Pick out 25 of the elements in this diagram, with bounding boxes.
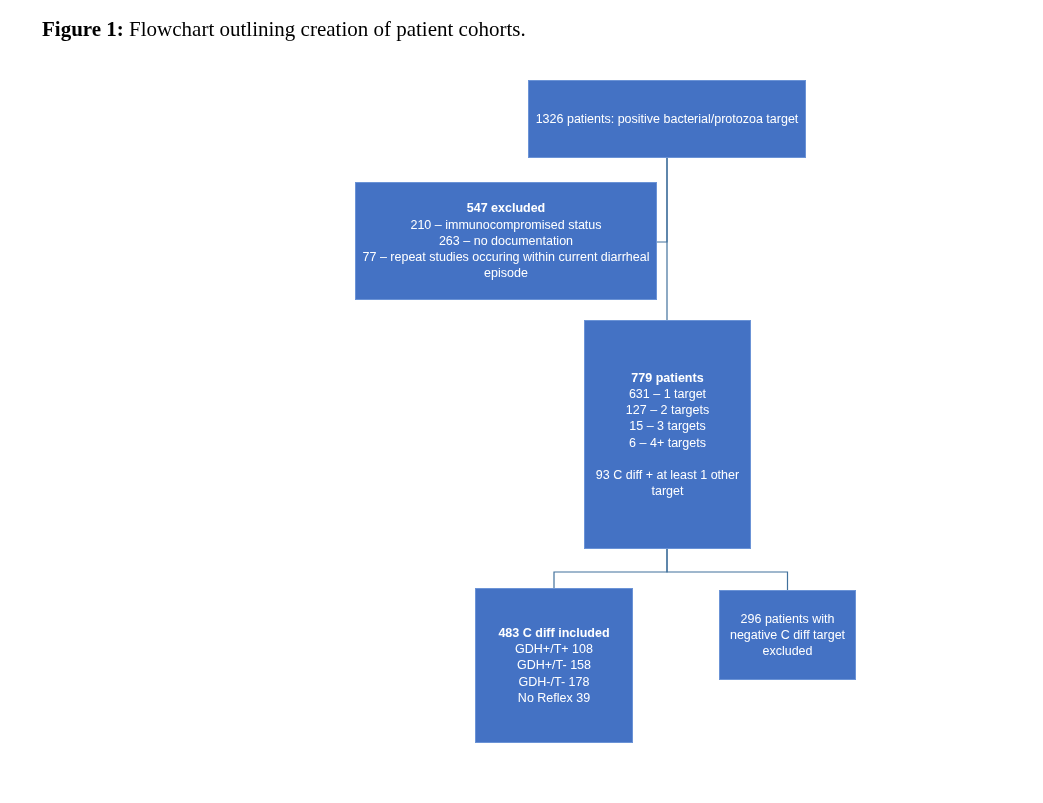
box-text: 15 – 3 targets — [629, 418, 706, 435]
figure-title: Figure 1: Flowchart outlining creation of patient cohorts. — [42, 17, 526, 42]
process-box — [355, 182, 657, 300]
box-text: GDH+/T- 158 — [517, 657, 591, 674]
box-text: 6 – 4+ targets — [629, 434, 706, 451]
connector-line — [666, 548, 789, 591]
box-heading: 483 C diff included — [498, 624, 610, 642]
process-box — [528, 80, 806, 158]
process-box — [475, 588, 633, 743]
box-text: 1326 patients: positive bacterial/protozoa target — [535, 110, 799, 128]
box-text: No Reflex 39 — [517, 689, 591, 707]
box-text: 210 – immunocompromised status — [410, 216, 602, 233]
box-text: GDH+/T+ 108 — [515, 641, 593, 658]
box-text: 127 – 2 targets — [625, 402, 710, 419]
process-box — [719, 590, 856, 680]
box-text: 296 patients with negative C diff target excluded — [728, 610, 847, 660]
box-text: 93 C diff + at least 1 other target — [594, 466, 741, 500]
box-heading: 547 excluded — [466, 200, 546, 217]
box-text: 263 – no documentation — [438, 232, 574, 250]
box-text: GDH-/T- 178 — [518, 673, 590, 690]
box-text: 631 – 1 target — [628, 385, 707, 403]
connector-line — [666, 157, 668, 321]
box-text: 77 – repeat studies occuring within current diarrheal episode — [362, 249, 650, 282]
process-box — [584, 320, 751, 549]
box-heading: 779 patients — [631, 369, 704, 386]
